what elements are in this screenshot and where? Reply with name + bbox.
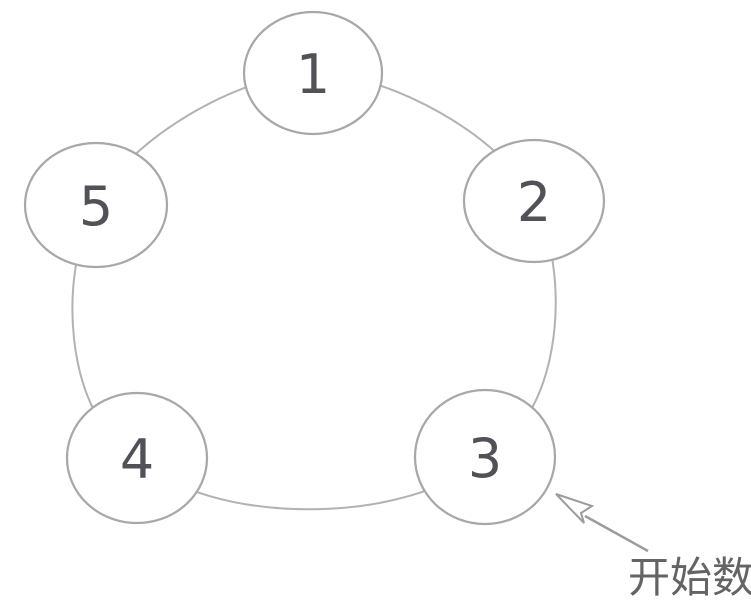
node-label-3: 3 [468, 427, 502, 490]
annotation-start-counting-label: 开始数 [628, 553, 751, 602]
node-circle-5 [23, 141, 169, 269]
node-label-5: 5 [79, 175, 113, 238]
pointer-arrow-head-icon [555, 493, 595, 524]
node-label-1: 1 [296, 43, 330, 106]
node-label-2: 2 [517, 171, 551, 234]
node-circle-4 [65, 391, 209, 525]
node-circle-3 [413, 388, 557, 526]
node-label-4: 4 [120, 428, 154, 491]
node-circle-1 [242, 10, 384, 136]
node-circle-2 [462, 138, 606, 264]
pointer-arrow-shaft [584, 514, 649, 553]
